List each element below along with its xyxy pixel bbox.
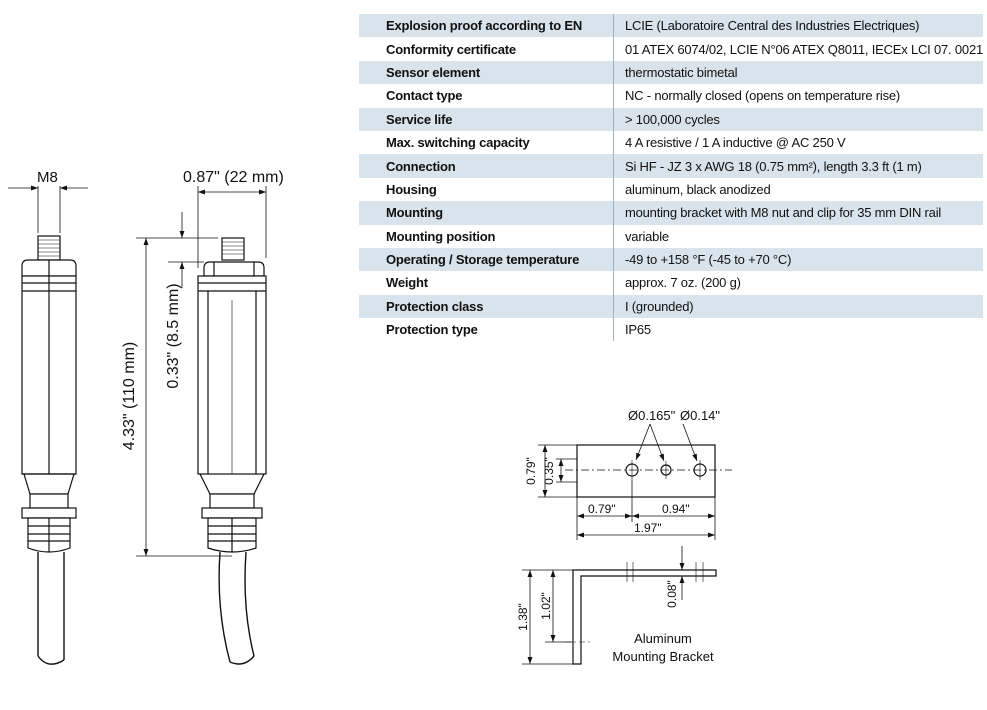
spec-label: Conformity certificate [359,37,614,61]
bracket-thickness-label: 0.08" [665,580,679,608]
spec-label: Mounting position [359,224,614,248]
bracket-length-label: 1.97" [634,521,662,535]
spec-value: IP65 [612,318,983,342]
spec-label: Max. switching capacity [359,130,614,155]
bracket-caption-line2: Mounting Bracket [612,649,714,664]
hole-spacing-label: 0.94" [662,502,690,516]
bracket-height-label: 0.79" [524,457,538,485]
spec-label: Weight [359,271,614,295]
bracket-side-view [522,546,717,665]
hole-offset-label: 0.79" [588,502,616,516]
hole-small-label: Ø0.14" [680,408,720,423]
spec-value: mounting bracket with M8 nut and clip fo… [612,201,983,225]
spec-row: Service life> 100,000 cycles [359,107,983,131]
bracket-caption-line1: Aluminum [634,631,692,646]
bracket-top-view [538,423,732,540]
spec-value: variable [612,224,983,248]
thread-size-label: M8 [37,169,58,186]
thread-length-label: 0.33" (8.5 mm) [165,283,182,388]
width-dimension-label: 0.87" (22 mm) [183,169,284,186]
length-dimension-label: 4.33" (110 mm) [121,342,138,451]
sensor-front-view [8,185,88,665]
spec-label: Connection [359,154,614,178]
spec-value: 4 A resistive / 1 A inductive @ AC 250 V [612,130,983,155]
spec-label: Operating / Storage temperature [359,247,614,272]
bracket-total-height-label: 1.38" [516,603,530,631]
spec-label: Sensor element [359,60,614,85]
spec-value: NC - normally closed (opens on temperatu… [612,84,983,108]
spec-label: Housing [359,177,614,202]
bracket-hole-height-label: 1.02" [539,592,553,620]
spec-label: Protection class [359,294,614,319]
spec-value: aluminum, black anodized [612,177,983,202]
spec-value: thermostatic bimetal [612,60,983,85]
spec-value: LCIE (Laboratoire Central des Industries… [612,14,983,38]
spec-label: Protection type [359,318,614,342]
hole-large-label: Ø0.165" [628,408,676,423]
spec-value: > 100,000 cycles [612,107,983,131]
spec-value: 01 ATEX 6074/02, LCIE N°06 ATEX Q8011, I… [612,37,983,61]
spec-value: -49 to +158 °F (-45 to +70 °C) [612,247,983,272]
spec-label: Mounting [359,201,614,225]
spec-label: Explosion proof according to EN [359,14,614,38]
bracket-hole-row-label: 0.35" [542,457,556,485]
spec-label: Contact type [359,84,614,108]
spec-value: Si HF - JZ 3 x AWG 18 (0.75 mm²), length… [612,154,983,178]
spec-label: Service life [359,107,614,131]
sensor-side-view [136,186,267,665]
spec-value: approx. 7 oz. (200 g) [612,271,983,295]
spec-value: I (grounded) [612,294,983,319]
spec-row: Operating / Storage temperature-49 to +1… [359,247,983,272]
